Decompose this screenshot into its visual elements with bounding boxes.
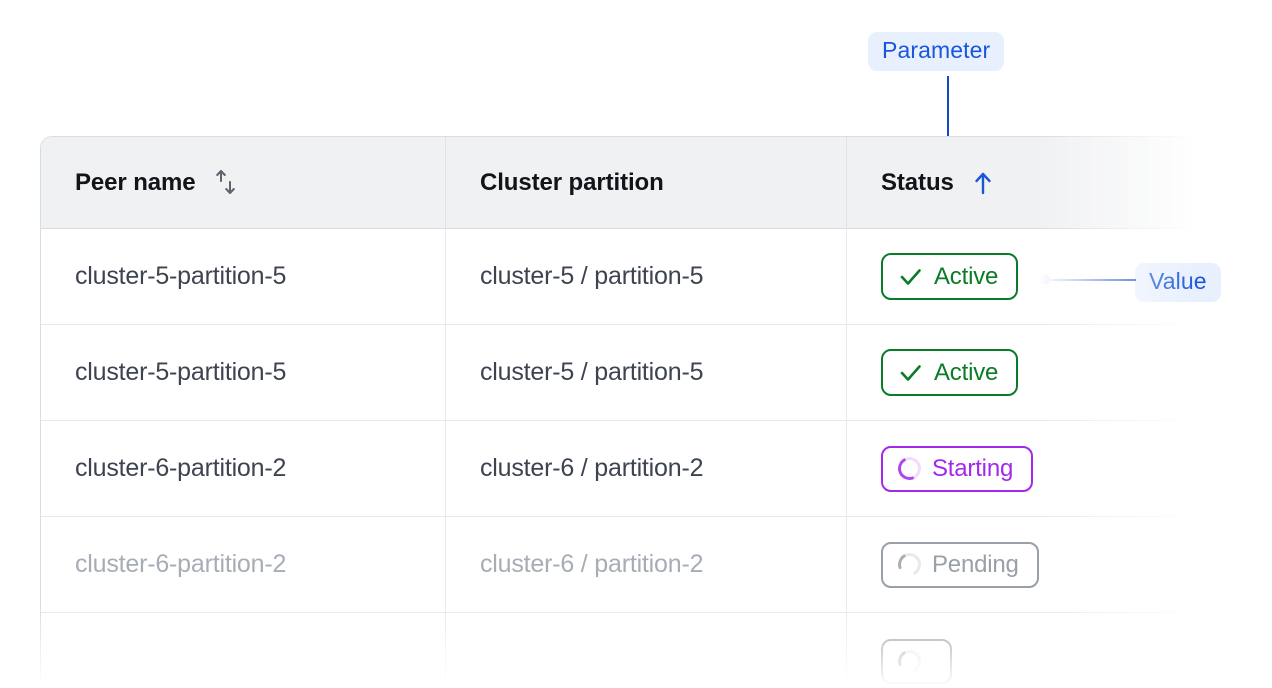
check-icon (898, 264, 923, 289)
spinner-icon (894, 646, 925, 676)
cell-cluster-partition (446, 613, 847, 688)
arrow-up-icon[interactable] (970, 169, 996, 197)
cell-cluster-partition: cluster-6 / partition-2 (446, 421, 847, 517)
table-header: Peer name Cluster partition (41, 137, 1210, 229)
status-badge: Active (881, 253, 1019, 300)
cell-cluster-partition: cluster-6 / partition-2 (446, 517, 847, 613)
peers-table-container: Peer name Cluster partition (40, 136, 1210, 688)
cell-peer-name: cluster-6-partition-2 (41, 517, 446, 613)
check-icon (898, 360, 923, 385)
table-row[interactable]: cluster-6-partition-2 cluster-6 / partit… (41, 517, 1210, 613)
cell-status: Pending (847, 517, 1210, 613)
status-badge-label: Pending (932, 550, 1019, 578)
table-row[interactable]: cluster-5-partition-5 cluster-5 / partit… (41, 229, 1210, 325)
table-row[interactable]: cluster-5-partition-5 cluster-5 / partit… (41, 325, 1210, 421)
cell-status: Starting (847, 421, 1210, 517)
cell-peer-name (41, 613, 446, 688)
status-badge: Active (881, 349, 1019, 396)
cell-peer-name: cluster-5-partition-5 (41, 325, 446, 421)
status-badge-label: Active (934, 358, 999, 386)
spinner-icon (894, 453, 925, 484)
cell-status (847, 613, 1210, 688)
column-header-status-label: Status (881, 168, 954, 196)
column-header-peer-name-label: Peer name (75, 168, 196, 196)
column-header-cluster-partition-label: Cluster partition (480, 168, 664, 196)
cell-peer-name: cluster-6-partition-2 (41, 421, 446, 517)
table-row[interactable]: cluster-6-partition-2 cluster-6 / partit… (41, 421, 1210, 517)
cell-cluster-partition: cluster-5 / partition-5 (446, 229, 847, 325)
annotation-connector-parameter (947, 76, 949, 158)
column-header-peer-name[interactable]: Peer name (41, 137, 446, 229)
table-header-row: Peer name Cluster partition (41, 137, 1210, 229)
table-body: cluster-5-partition-5 cluster-5 / partit… (41, 229, 1210, 688)
sort-updown-icon[interactable] (212, 168, 240, 198)
status-badge: Pending (881, 541, 1039, 588)
column-header-cluster-partition[interactable]: Cluster partition (446, 137, 847, 229)
peers-table: Peer name Cluster partition (40, 136, 1210, 688)
annotation-chip-parameter: Parameter (868, 32, 1005, 71)
spinner-icon (894, 549, 925, 580)
table-row[interactable] (41, 613, 1210, 688)
cell-cluster-partition: cluster-5 / partition-5 (446, 325, 847, 421)
column-header-status[interactable]: Status (847, 137, 1210, 229)
status-badge: Starting (881, 445, 1034, 492)
status-badge (881, 638, 952, 684)
status-badge-label: Starting (932, 454, 1014, 482)
status-badge-label: Active (934, 262, 999, 290)
cell-status: Active (847, 229, 1210, 325)
cell-peer-name: cluster-5-partition-5 (41, 229, 446, 325)
cell-status: Active (847, 325, 1210, 421)
